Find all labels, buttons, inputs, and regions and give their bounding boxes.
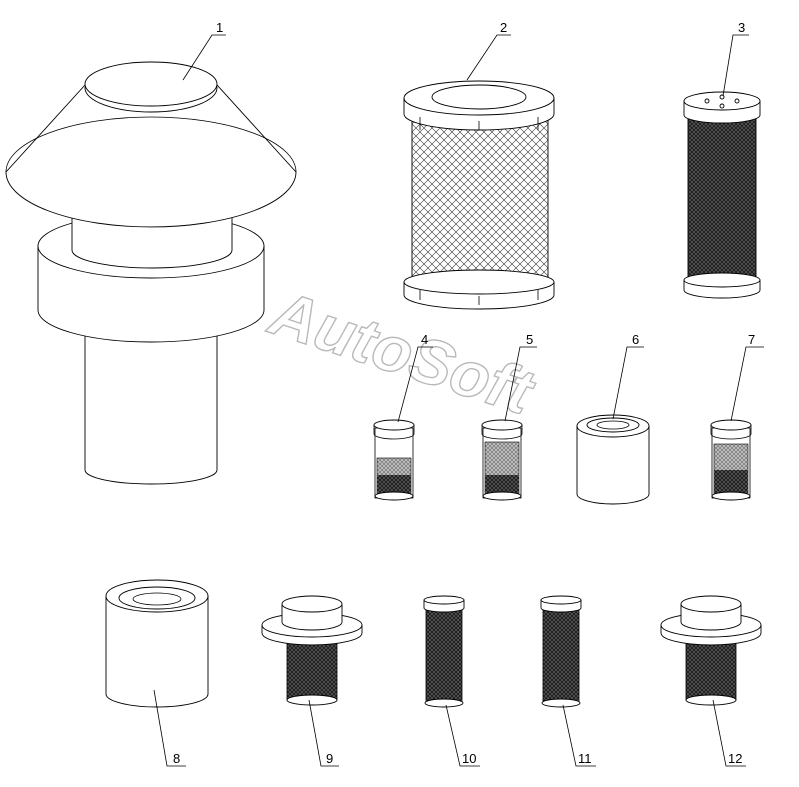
part-3-slim-filter [683,91,761,299]
part-number-4: 4 [421,332,428,347]
part-10-slim-filter [423,595,465,708]
part-number-10: 10 [462,751,476,766]
part-number-2: 2 [500,20,507,35]
part-number-1: 1 [216,20,223,35]
part-1-air-intake-cap [5,61,297,485]
part-8-spin-on-canister [105,579,209,708]
part-5-small-filter-element [481,419,523,501]
part-7-small-filter-element [710,419,752,501]
part-4-small-filter-element [373,419,415,501]
part-11-slim-filter [540,595,582,708]
part-9-flanged-filter [261,595,363,706]
part-number-11: 11 [578,751,592,766]
part-6-spin-on-canister [576,414,650,505]
part-number-6: 6 [632,332,639,347]
part-number-12: 12 [728,751,742,766]
part-number-3: 3 [738,20,745,35]
part-12-flanged-filter [660,595,762,706]
part-number-8: 8 [173,751,180,766]
part-number-7: 7 [748,332,755,347]
part-number-5: 5 [526,332,533,347]
part-2-large-air-filter [403,80,555,310]
callouts [153,34,764,767]
part-number-9: 9 [326,751,333,766]
